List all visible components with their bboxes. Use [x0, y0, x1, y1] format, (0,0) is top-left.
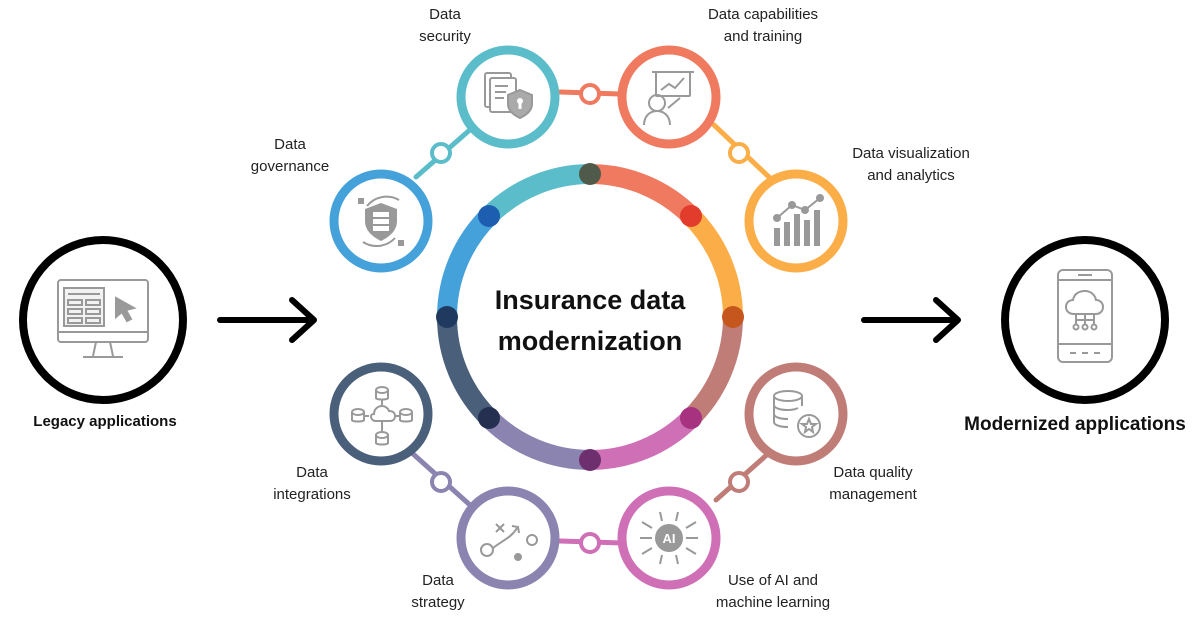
center-title-line2: modernization	[497, 326, 683, 356]
node-governance	[329, 169, 433, 273]
label-line: Data quality	[833, 464, 913, 481]
label-integrations: Data integrations	[262, 462, 362, 506]
label-quality: Data quality management	[818, 462, 928, 506]
node-ai: AI	[617, 486, 721, 590]
ai-chip-icon	[640, 511, 698, 565]
label-visualization: Data visualization and analytics	[836, 143, 986, 187]
ring-arc	[481, 410, 591, 470]
phone-cloud-icon	[1057, 269, 1113, 363]
connector-dot	[728, 142, 750, 164]
legacy-node	[19, 236, 187, 404]
ring-dot	[680, 407, 702, 429]
label-line: Data	[274, 136, 306, 153]
node-visualization	[744, 169, 848, 273]
ring-arc	[589, 164, 699, 224]
label-line: Data capabilities	[707, 6, 819, 23]
connector-dots	[430, 83, 750, 554]
node-security	[456, 45, 560, 149]
label-line: Data	[296, 464, 328, 481]
connector-dot	[430, 142, 452, 164]
ring-dot	[722, 306, 744, 328]
arrow-right	[861, 297, 961, 343]
label-line: governance	[250, 158, 330, 175]
ring-dot	[680, 205, 702, 227]
database-star-icon	[773, 390, 821, 438]
node-quality	[744, 362, 848, 466]
bar-chart-trend-icon	[773, 194, 824, 246]
legacy-label: Legacy applications	[33, 413, 177, 430]
arrow-left	[217, 297, 317, 343]
node-ring	[744, 362, 848, 466]
label-security: Data security	[395, 4, 495, 48]
ring-arc	[683, 208, 743, 318]
ring-dot	[579, 449, 601, 471]
label-strategy: Data strategy	[388, 570, 488, 614]
center-ring	[437, 164, 743, 470]
label-line: machine learning	[715, 594, 831, 611]
ring-dot	[478, 205, 500, 227]
node-ring	[329, 362, 433, 466]
ring-arc	[437, 316, 497, 426]
center-title-line1: Insurance data	[494, 285, 686, 315]
label-line: integrations	[273, 486, 351, 503]
connector-dot	[579, 83, 601, 105]
label-line: Data	[429, 6, 461, 23]
label-line: Use of AI and	[727, 572, 819, 589]
connector-dot	[430, 471, 452, 493]
label-line: and training	[723, 28, 803, 45]
label-line: Data visualization	[852, 145, 970, 162]
connector-dot	[728, 471, 750, 493]
monitor-cursor-icon	[57, 279, 149, 358]
modernized-node	[1001, 236, 1169, 404]
ring-dot	[478, 407, 500, 429]
node-integrations	[329, 362, 433, 466]
strategy-path-icon	[480, 523, 538, 561]
center-title: Insurance data modernization	[440, 280, 740, 362]
ring-arc	[437, 208, 497, 318]
ai-chip-glyph: AI	[663, 531, 676, 546]
label-line: Data	[422, 572, 454, 589]
label-line: and analytics	[867, 167, 955, 184]
label-governance: Data governance	[240, 134, 340, 178]
ring-arc	[481, 164, 591, 224]
label-capabilities: Data capabilities and training	[688, 4, 838, 48]
connector-dot	[579, 532, 601, 554]
modernized-label: Modernized applications	[964, 414, 1186, 435]
node-strategy	[456, 486, 560, 590]
label-ai: Use of AI and machine learning	[702, 570, 844, 614]
document-lock-icon	[484, 72, 533, 120]
label-line: strategy	[411, 594, 465, 611]
ring-arc	[589, 410, 699, 470]
ring-dot	[436, 306, 458, 328]
node-capabilities	[617, 45, 721, 149]
ring-arc	[683, 316, 743, 426]
label-line: management	[829, 486, 917, 503]
presenter-board-icon	[643, 71, 694, 126]
database-network-icon	[351, 386, 413, 446]
ring-dot	[579, 163, 601, 185]
shield-server-icon	[358, 195, 404, 248]
label-line: security	[419, 28, 471, 45]
ring-dots	[436, 163, 744, 471]
